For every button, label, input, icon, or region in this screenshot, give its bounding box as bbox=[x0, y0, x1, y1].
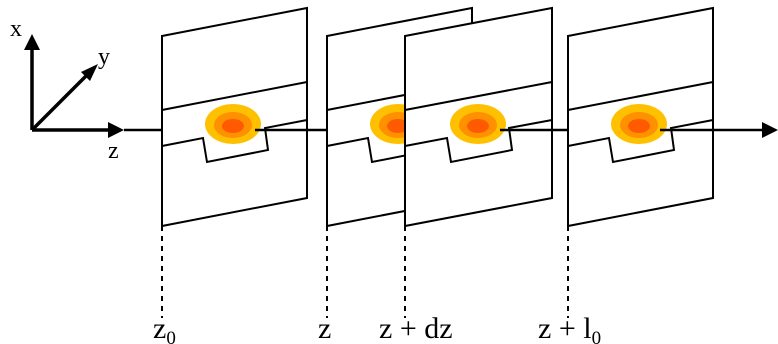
x-axis-label: x bbox=[10, 16, 22, 42]
beam-inner bbox=[387, 119, 409, 133]
plane-z-plus-l0-guide-top bbox=[567, 81, 714, 111]
coordinate-axes bbox=[24, 34, 124, 138]
y-axis-arrowhead bbox=[81, 64, 98, 81]
plane-z-plus-dz-guide-top bbox=[404, 81, 553, 111]
beam-inner bbox=[222, 119, 244, 133]
plane-z-plus-dz bbox=[404, 6, 553, 318]
position-label-z-plus-l0: z + l0 bbox=[538, 312, 601, 344]
plane-z-plus-dz-beam-spot bbox=[450, 104, 506, 144]
propagation-arrowhead-icon bbox=[762, 122, 778, 138]
z-axis-arrowhead bbox=[108, 122, 124, 138]
position-label-z-plus-dz: z + dz bbox=[379, 312, 453, 344]
plane-z0-guide-top bbox=[161, 81, 308, 111]
plane-z0 bbox=[161, 6, 308, 318]
y-axis-label: y bbox=[98, 44, 110, 70]
x-axis-arrowhead bbox=[24, 34, 40, 50]
beam-inner bbox=[467, 119, 489, 133]
plane-z-plus-l0-beam-spot bbox=[611, 104, 667, 144]
plane-z-plus-l0 bbox=[567, 6, 714, 318]
plane-z0-beam-spot bbox=[205, 104, 261, 144]
plane-z-plus-dz-waveguide-rib bbox=[404, 119, 553, 164]
z-axis-label: z bbox=[108, 138, 119, 164]
plane-z-plus-l0-waveguide-rib bbox=[567, 119, 714, 164]
y-axis-arrow bbox=[30, 70, 92, 132]
position-label-z0: z0 bbox=[153, 312, 176, 344]
beam-inner bbox=[628, 119, 650, 133]
position-label-z: z bbox=[318, 312, 331, 344]
plane-z0-waveguide-rib bbox=[161, 119, 308, 164]
